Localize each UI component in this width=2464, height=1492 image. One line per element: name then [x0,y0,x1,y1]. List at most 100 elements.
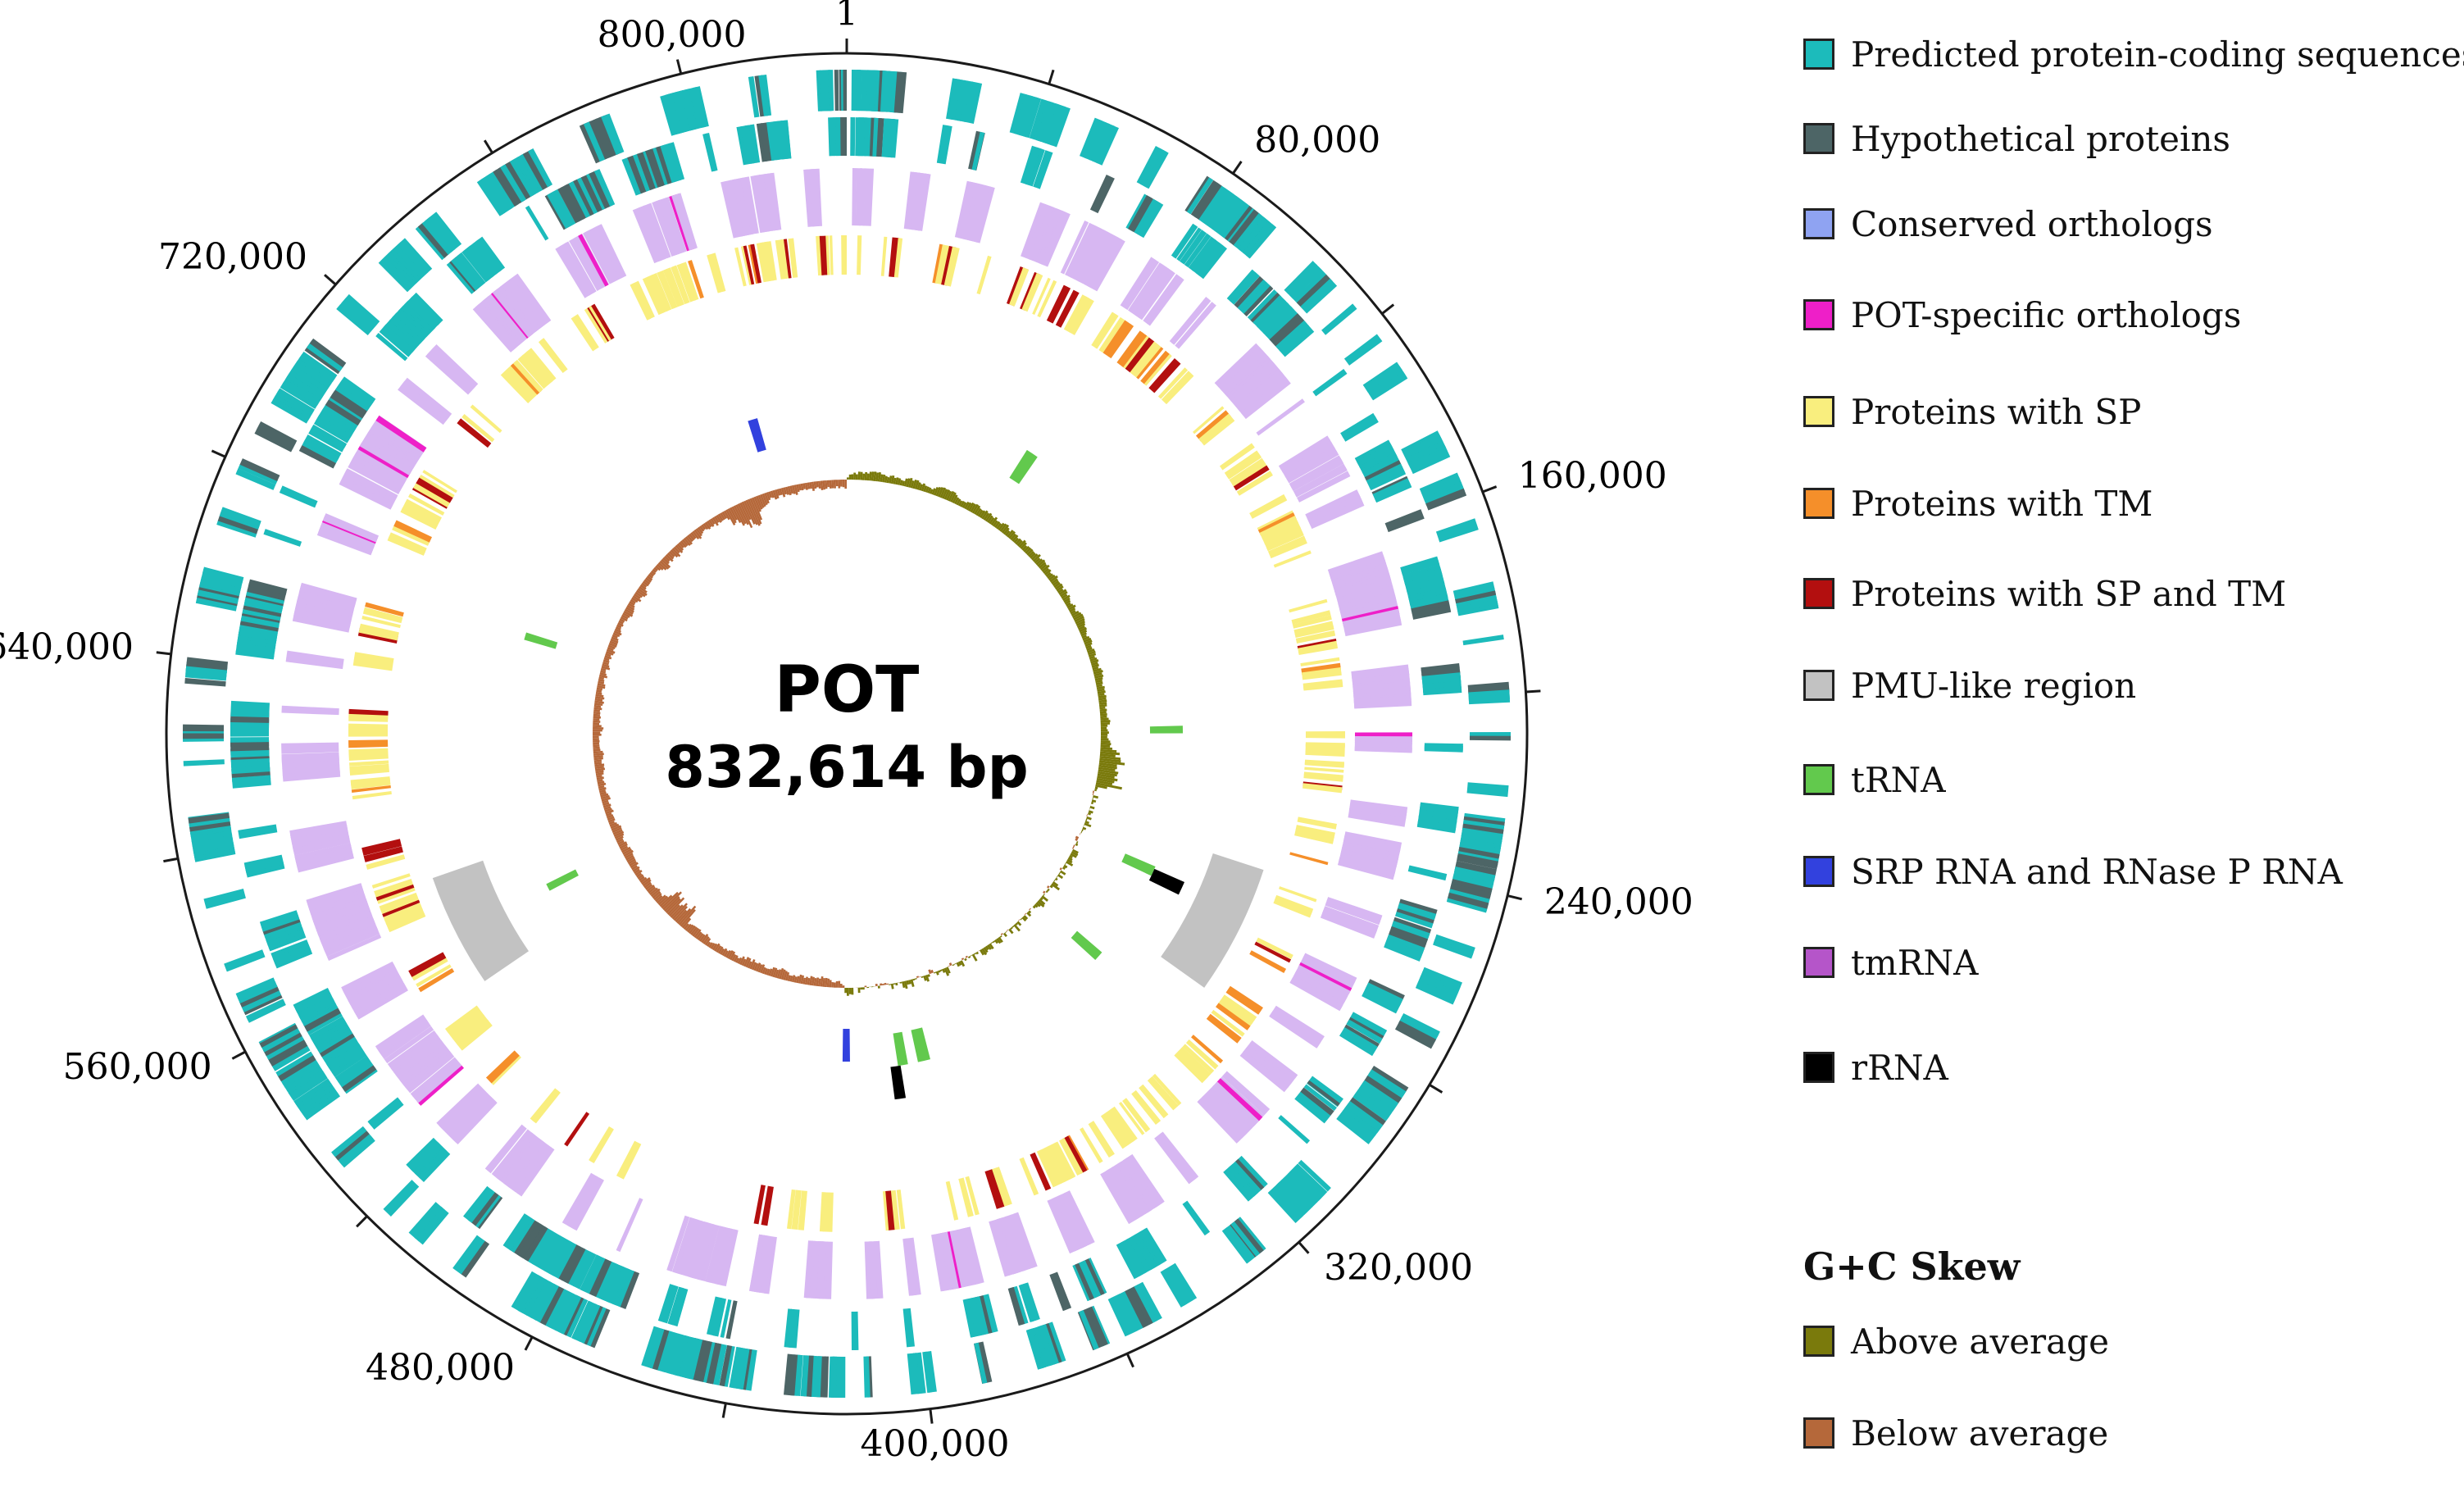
ortholog-track-feature [1290,977,1343,1010]
gc-skew-bin [629,860,637,867]
cds-plus-track-feature [235,468,276,490]
cds-minus-track-feature [1278,1115,1311,1144]
cds-minus-track-feature [411,1142,443,1175]
cds-plus-track-feature [784,1353,798,1396]
cds-minus-track-feature [1117,1241,1141,1279]
gc-skew-bin [890,475,895,484]
cds-plus-track-feature [1348,1097,1386,1127]
cds-minus-track-feature [248,579,288,596]
cds-plus-track-feature [1321,303,1357,335]
gc-skew-bin [1095,782,1122,790]
gc-skew-bin [1100,724,1108,727]
cds-plus-track-feature [331,1126,367,1158]
cds-minus-track-feature [1075,1262,1094,1300]
gc-skew-bin [884,982,887,985]
cds-minus-track-feature [720,1299,732,1338]
cds-plus-track-feature [1433,941,1473,959]
gc-skew-bin [783,487,788,495]
gc-skew-bin [607,816,615,821]
gc-skew-bin [731,506,742,524]
cds-plus-track-feature [280,381,319,409]
gc-skew-bin [747,961,752,969]
cds-minus-track-feature [1033,150,1053,189]
gc-skew-bin [613,830,625,838]
gc-skew-bin [595,694,604,698]
gc-skew-bin [681,917,692,929]
gc-skew-bin [717,513,724,521]
gc-skew-bin [833,982,836,988]
ortholog-track-feature [492,288,534,338]
cds-plus-track-feature [1035,101,1053,142]
gc-skew-bin [1000,932,1003,935]
ortholog-track-feature [1284,446,1338,481]
cds-plus-track-feature [1365,366,1402,393]
gc-skew-bin [1052,580,1060,586]
gc-skew-bin [1088,653,1097,657]
gc-skew-bin [1098,697,1107,701]
signal-peptide-track-feature [1267,535,1307,559]
cds-plus-track-feature [1160,1268,1188,1308]
cds-plus-track-feature [509,157,537,198]
ortholog-track-feature [916,173,930,231]
legend-label: Hypothetical proteins [1851,118,2230,159]
ortholog-track-feature [864,1241,871,1299]
gc-skew-bin [1095,679,1103,684]
gc-skew-bin [720,512,725,521]
ortholog-track-feature [446,1093,492,1139]
gc-skew-bin [1100,717,1109,721]
gc-skew-bin [971,503,979,514]
cds-minus-track-feature [902,1308,915,1348]
cds-minus-track-feature [1079,1260,1102,1299]
gc-skew-bin [820,480,824,490]
signal-peptide-track-feature [385,907,425,930]
gc-skew-bin [1087,812,1092,816]
legend-item: Predicted protein-coding sequences [1803,31,2464,77]
cds-minus-track-feature [476,236,506,272]
gc-skew-bin [593,755,603,758]
gc-skew-bin [1045,571,1052,578]
cds-plus-track-feature [256,421,298,449]
signal-peptide-track-feature [450,1012,485,1040]
ortholog-track-feature [594,224,626,279]
cds-minus-track-feature [334,1055,371,1083]
ortholog-track-feature [1230,362,1280,407]
gc-skew-bin [1039,563,1048,571]
signal-peptide-track-feature [348,748,389,755]
cds-plus-track-feature [1468,694,1511,705]
cds-plus-track-feature [408,1202,443,1240]
gc-skew-bin [820,976,824,987]
gc-skew-bin [615,835,624,842]
gc-skew-bin [1034,557,1041,564]
ortholog-track-feature [387,1030,437,1067]
gc-skew-bin [607,646,614,652]
gc-skew-bin [593,720,601,723]
gc-skew-bin [956,962,961,967]
gc-skew-bin [741,958,747,967]
cds-plus-track-feature [1425,488,1467,511]
signal-peptide-track-feature [1182,1044,1215,1074]
gc-skew-bin [1032,553,1041,562]
ortholog-track-feature [1353,701,1412,709]
ortholog-track-feature [323,513,380,541]
gc-skew-bin [624,608,634,616]
ortholog-track-feature [431,344,479,389]
gc-skew-bin [596,774,602,778]
ortholog-track-feature [803,1240,813,1299]
signal-peptide-track-feature [1121,334,1148,368]
cds-minus-track-feature [1397,903,1437,921]
legend-swatch [1803,39,1834,70]
gc-skew-bin [620,616,628,622]
gc-skew-bin [600,667,607,671]
gc-skew-bin [1075,617,1085,625]
cds-minus-track-feature [1390,921,1430,942]
signal-peptide-track-feature [348,708,389,716]
signal-peptide-track-feature [616,1140,642,1180]
gc-skew-bin [678,905,697,926]
gc-skew-bin [1029,907,1031,911]
ortholog-track-feature [294,843,352,859]
gc-skew-bin [1007,530,1014,538]
signal-peptide-track-feature [1036,1149,1057,1188]
cds-plus-track-feature [828,1356,834,1398]
gc-skew-bin [596,687,603,691]
ortholog-track-feature [808,169,817,227]
